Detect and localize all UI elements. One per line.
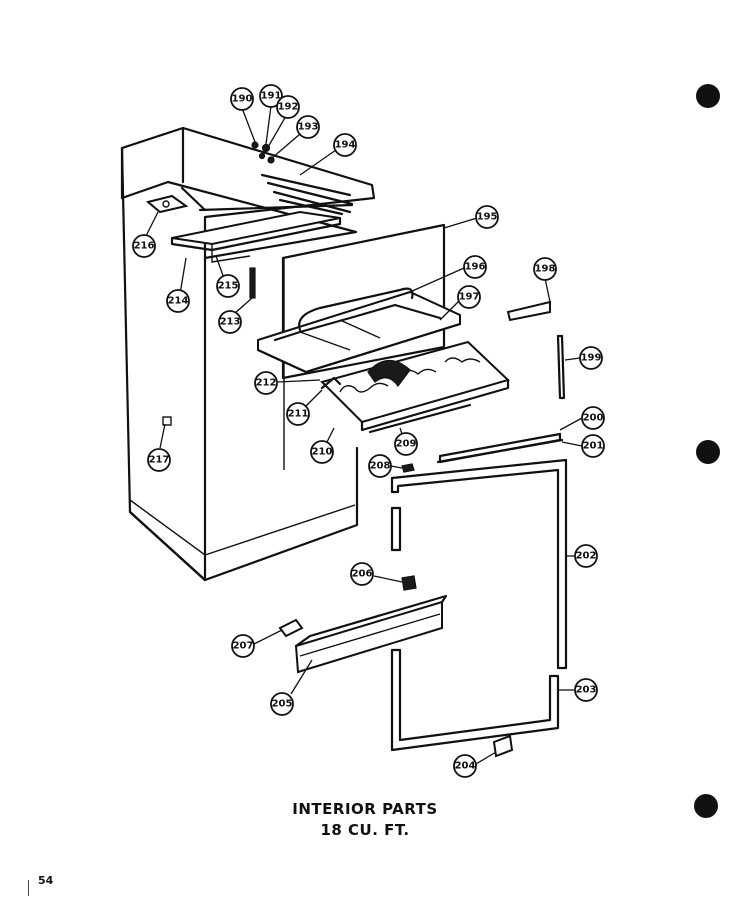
- callout-217: 217: [147, 448, 171, 472]
- bracket-215: [211, 244, 251, 263]
- callout-label: 217: [149, 455, 170, 466]
- callout-209: 209: [394, 432, 418, 456]
- callout-label: 213: [220, 317, 241, 328]
- callout-201: 201: [581, 434, 605, 458]
- meat-keeper-tray: [256, 287, 462, 374]
- callout-192: 192: [276, 95, 300, 119]
- callout-label: 197: [459, 292, 480, 303]
- caption-title: INTERIOR PARTS: [292, 800, 438, 818]
- callout-206: 206: [350, 562, 374, 586]
- callout-label: 215: [218, 281, 239, 292]
- binder-hole-middle: [696, 440, 720, 464]
- shelf-support-213: [249, 267, 256, 299]
- callout-198: 198: [533, 257, 557, 281]
- callout-199: 199: [579, 346, 603, 370]
- callout-label: 202: [576, 551, 597, 562]
- callout-label: 209: [396, 439, 417, 450]
- callout-label: 201: [583, 441, 604, 452]
- callout-label: 208: [370, 461, 391, 472]
- door-gasket-203: [390, 648, 560, 752]
- caption-subtitle: 18 CU. FT.: [320, 821, 410, 839]
- bracket-207: [278, 618, 304, 638]
- breaker-201: [436, 438, 564, 464]
- callout-205: 205: [270, 692, 294, 716]
- trim-199: [556, 334, 566, 400]
- door-gasket-202: [390, 458, 568, 670]
- callout-200: 200: [581, 406, 605, 430]
- crisper-cover: [320, 340, 510, 434]
- callout-215: 215: [216, 274, 240, 298]
- clip-217: [162, 416, 172, 426]
- callout-label: 198: [535, 264, 556, 275]
- callout-label: 192: [278, 102, 299, 113]
- callout-214: 214: [166, 289, 190, 313]
- drawer-front-205: [294, 594, 448, 674]
- callout-204: 204: [453, 754, 477, 778]
- callout-label: 206: [352, 569, 373, 580]
- callout-label: 196: [465, 262, 486, 273]
- callout-202: 202: [574, 544, 598, 568]
- callout-194: 194: [333, 133, 357, 157]
- callout-label: 212: [256, 378, 277, 389]
- callout-label: 199: [581, 353, 602, 364]
- callout-label: 210: [312, 447, 333, 458]
- callout-label: 193: [298, 122, 319, 133]
- callout-193: 193: [296, 115, 320, 139]
- callout-label: 195: [477, 212, 498, 223]
- callout-211: 211: [286, 402, 310, 426]
- binder-hole-bottom: [694, 794, 718, 818]
- page-number: 54: [38, 874, 54, 887]
- binder-hole-top: [696, 84, 720, 108]
- clip-204: [492, 734, 514, 758]
- light-shield: [145, 194, 189, 214]
- callout-207: 207: [231, 634, 255, 658]
- evaporator-grid: [198, 173, 354, 216]
- leader-lines: [145, 105, 583, 765]
- callout-label: 205: [272, 699, 293, 710]
- clip-208: [401, 463, 415, 473]
- callout-label: 200: [583, 413, 604, 424]
- callout-label: 207: [233, 641, 254, 652]
- freezer-shelf: [170, 210, 342, 252]
- callout-195: 195: [475, 205, 499, 229]
- callout-label: 204: [455, 761, 476, 772]
- callout-label: 211: [288, 409, 309, 420]
- callout-203: 203: [574, 678, 598, 702]
- latch-206: [401, 575, 417, 591]
- callout-label: 194: [335, 140, 356, 151]
- callout-label: 203: [576, 685, 597, 696]
- callout-190: 190: [230, 87, 254, 111]
- callout-212: 212: [254, 371, 278, 395]
- margin-tick: [28, 880, 29, 896]
- clip-211: [320, 376, 342, 390]
- trim-198: [506, 300, 551, 322]
- callout-191: 191: [259, 84, 283, 108]
- callout-196: 196: [463, 255, 487, 279]
- callout-label: 216: [134, 241, 155, 252]
- callout-label: 191: [261, 91, 282, 102]
- callout-label: 190: [232, 94, 253, 105]
- callout-216: 216: [132, 234, 156, 258]
- callout-208: 208: [368, 454, 392, 478]
- callout-label: 214: [168, 296, 189, 307]
- callout-213: 213: [218, 310, 242, 334]
- callout-197: 197: [457, 285, 481, 309]
- callout-210: 210: [310, 440, 334, 464]
